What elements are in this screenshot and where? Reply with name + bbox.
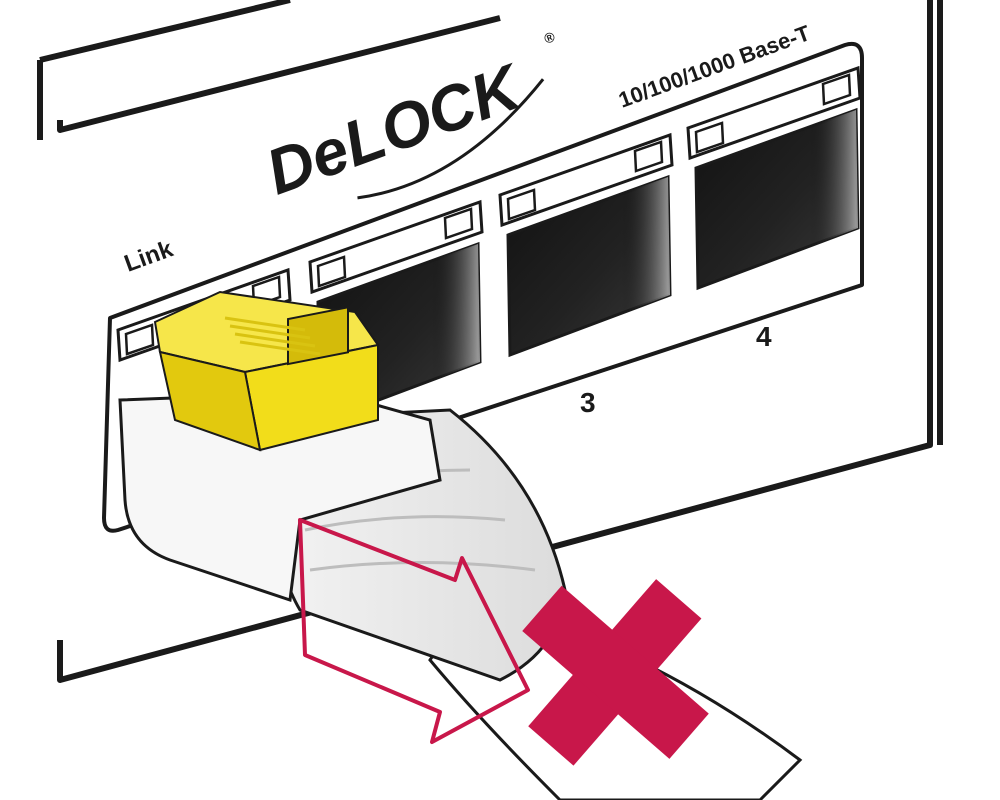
rj45-port-4 [686,65,862,291]
ports [116,65,862,425]
port-led-left [124,323,155,356]
port-led-left [316,255,347,288]
arrow-right-icon [298,518,530,744]
port-led-left [694,121,725,154]
rj45-port-3 [498,132,674,358]
registered-mark: ® [542,28,558,47]
link-label: Link [121,235,177,277]
port-number-4: 4 [756,321,772,352]
connector-housing [118,390,442,603]
port-number-3: 3 [580,387,596,418]
lock-clip [153,290,380,452]
cross-icon [522,579,709,766]
port-led-right [633,140,664,173]
lock-clip-side [158,350,262,452]
port-led-left [506,188,537,221]
port-led-right [821,73,852,106]
port-led-right [443,207,474,240]
